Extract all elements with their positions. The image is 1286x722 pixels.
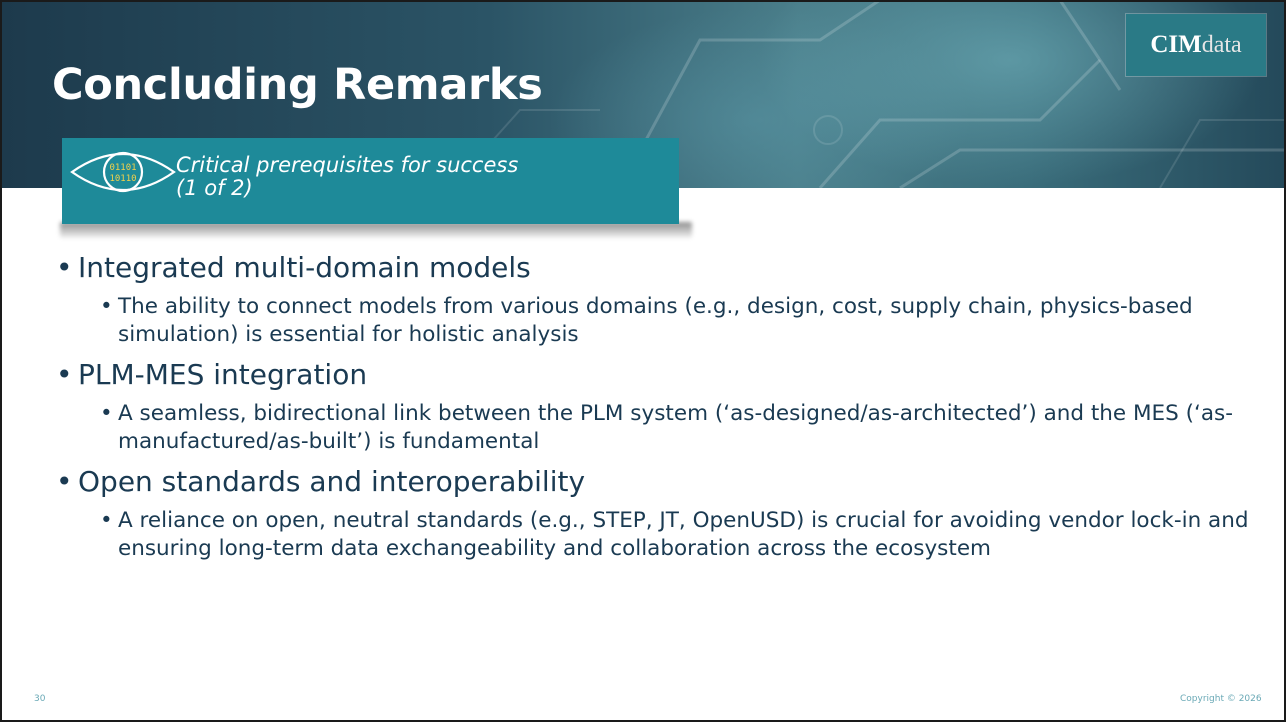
subheader-text: Critical prerequisites for success (1 of…	[176, 154, 596, 200]
sub-bullet-item: •A seamless, bidirectional link between …	[100, 400, 1256, 456]
sub-bullet-text: A seamless, bidirectional link between t…	[118, 401, 1233, 454]
bullet-text: Open standards and interoperability	[78, 465, 586, 498]
sub-bullet-item: •The ability to connect models from vari…	[100, 293, 1256, 349]
bullet-list: •Integrated multi-domain models •The abi…	[56, 250, 1256, 571]
subheader-box: 01101 10110	[62, 138, 679, 224]
bullet-dot: •	[56, 358, 73, 391]
subheader-line-2: (1 of 2)	[176, 176, 253, 200]
bullet-text: Integrated multi-domain models	[78, 251, 531, 284]
bullet-text: PLM-MES integration	[78, 358, 368, 391]
sub-bullet-text: The ability to connect models from vario…	[118, 294, 1193, 347]
logo-cim-text: CIM	[1150, 31, 1202, 58]
copyright-text: Copyright © 2026	[1180, 694, 1262, 704]
bullet-dot: •	[100, 401, 113, 426]
bullet-dot: •	[56, 251, 73, 284]
bullet-dot: •	[56, 465, 73, 498]
subheader-line-1: Critical prerequisites for success	[176, 153, 519, 177]
eye-binary-icon: 01101 10110	[70, 151, 176, 193]
slide-title: Concluding Remarks	[52, 60, 543, 110]
subheader-shadow	[60, 222, 692, 238]
sub-bullet-item: •A reliance on open, neutral standards (…	[100, 507, 1256, 563]
sub-bullet-text: A reliance on open, neutral standards (e…	[118, 508, 1249, 561]
page-number: 30	[34, 694, 46, 704]
bullet-item: •Open standards and interoperability	[56, 464, 1256, 500]
bullet-dot: •	[100, 294, 113, 319]
circuit-lines-decoration	[449, 0, 1286, 188]
bullet-item: •PLM-MES integration	[56, 357, 1256, 393]
binary-text-2: 10110	[109, 174, 136, 184]
bullet-dot: •	[100, 508, 113, 533]
bullet-item: •Integrated multi-domain models	[56, 250, 1256, 286]
logo-data-text: data	[1201, 31, 1242, 58]
binary-text-1: 01101	[109, 163, 136, 173]
